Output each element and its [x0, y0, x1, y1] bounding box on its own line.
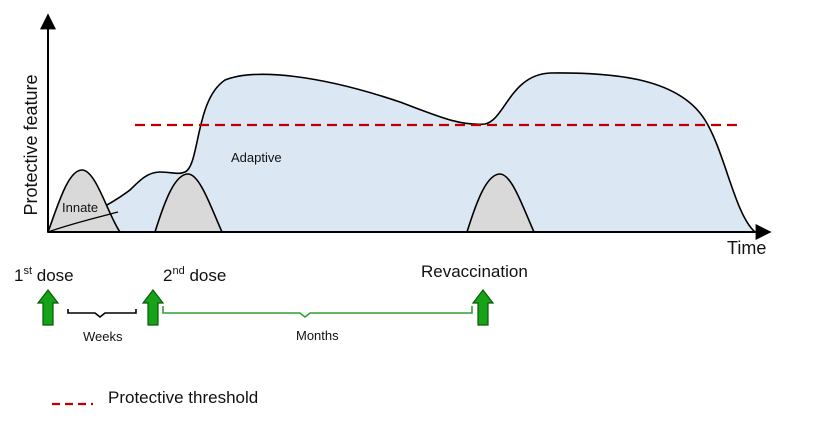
- innate-to-adaptive-line: [47, 211, 119, 233]
- first-dose-label: 1st dose: [14, 265, 74, 285]
- weeks-bracket: [67, 309, 137, 319]
- legend-threshold-label: Protective threshold: [108, 388, 258, 407]
- x-axis-label: Time: [727, 238, 766, 258]
- revaccination-up-arrow-icon: [471, 289, 495, 326]
- adaptive-label: Adaptive: [231, 150, 282, 165]
- weeks-label: Weeks: [83, 329, 123, 344]
- innate-label: Innate: [62, 200, 98, 215]
- revaccination-innate-bump: [465, 173, 536, 233]
- second-dose-word: dose: [189, 266, 226, 285]
- second-dose-up-arrow-icon: [141, 289, 165, 326]
- second-dose-suffix: nd: [172, 265, 184, 277]
- months-label: Months: [296, 328, 339, 343]
- second-dose-label: 2nd dose: [163, 265, 226, 285]
- adaptive-response-area: [47, 72, 758, 233]
- second-dose-innate-bump: [153, 173, 224, 233]
- months-bracket: [162, 306, 473, 319]
- first-dose-word: dose: [37, 266, 74, 285]
- first-dose-suffix: st: [23, 265, 32, 277]
- revaccination-label: Revaccination: [421, 262, 528, 281]
- second-dose-number: 2: [163, 266, 172, 285]
- first-dose-up-arrow-icon: [36, 289, 60, 326]
- first-dose-number: 1: [14, 266, 23, 285]
- y-axis-label: Protective feature: [21, 74, 41, 215]
